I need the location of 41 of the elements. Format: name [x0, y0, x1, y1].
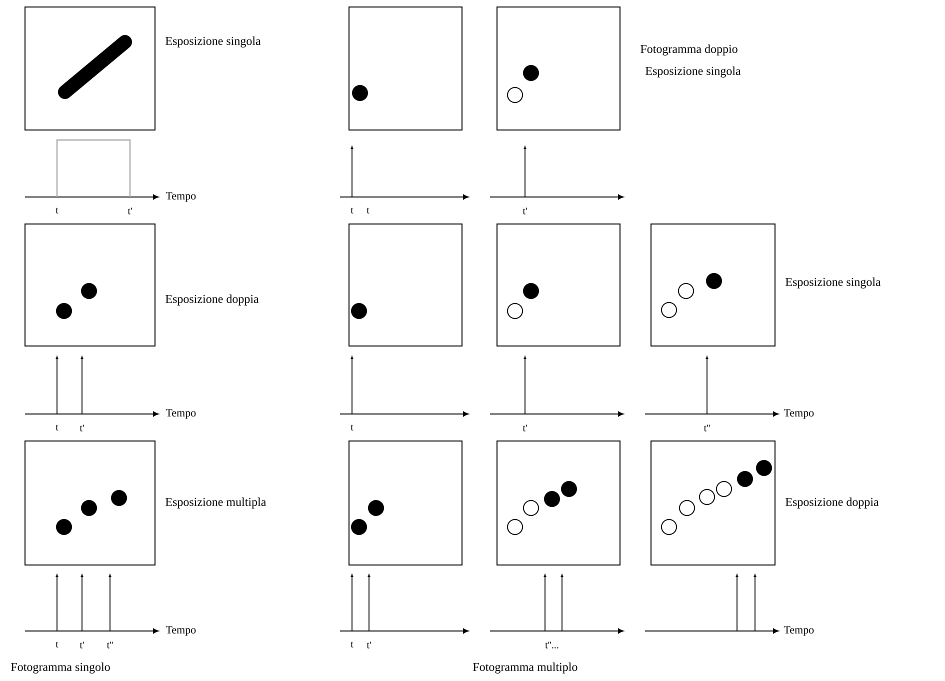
axis-label: Tempo	[166, 626, 196, 636]
caption-text: Fotogramma singolo	[11, 662, 110, 674]
frame-box	[496, 6, 620, 130]
tick-label: t	[350, 424, 354, 430]
tick-label: t'	[128, 208, 132, 214]
tick-label: t'	[80, 424, 84, 432]
frame-box	[348, 224, 462, 346]
frame-box	[650, 440, 776, 566]
exposure-label: Esposizione doppia	[786, 498, 879, 508]
exposure-label: Esposizione singola	[166, 36, 261, 48]
axis-label: Tempo	[784, 626, 814, 636]
exposure-label: Esposizione multipla	[166, 498, 266, 508]
frame-box	[24, 6, 156, 130]
tick-label: t'	[366, 642, 371, 648]
axis-label: Tempo	[784, 409, 814, 419]
tick-label: t	[56, 642, 58, 648]
exposure-label: Esposizione doppia	[166, 294, 259, 306]
tick-label: t	[56, 208, 58, 214]
tick-label: t	[366, 208, 370, 214]
frame-box	[348, 440, 462, 566]
tick-label: t	[350, 642, 354, 648]
axis-label: Tempo	[166, 192, 196, 202]
tick-label: t	[350, 208, 354, 214]
tick-label: t''	[704, 424, 710, 432]
frame-box	[24, 224, 156, 346]
frame-box	[24, 440, 156, 566]
frame-box	[496, 224, 620, 346]
tick-label: t''	[106, 642, 113, 648]
caption-text: Fotogramma multiplo	[473, 662, 578, 674]
exposure-label: Esposizione singola	[646, 66, 741, 78]
frame-box	[348, 6, 462, 130]
tick-label: t	[56, 424, 58, 430]
exposure-label: Fotogramma doppio	[640, 44, 738, 56]
tick-label: t'	[522, 208, 527, 214]
tick-label: t'	[80, 642, 84, 648]
frame-box	[650, 224, 776, 346]
axis-label: Tempo	[166, 409, 196, 419]
frame-box	[496, 440, 620, 566]
tick-label: t''...	[545, 642, 558, 648]
tick-label: t'	[522, 424, 527, 432]
exposure-label: Esposizione singola	[786, 278, 881, 288]
